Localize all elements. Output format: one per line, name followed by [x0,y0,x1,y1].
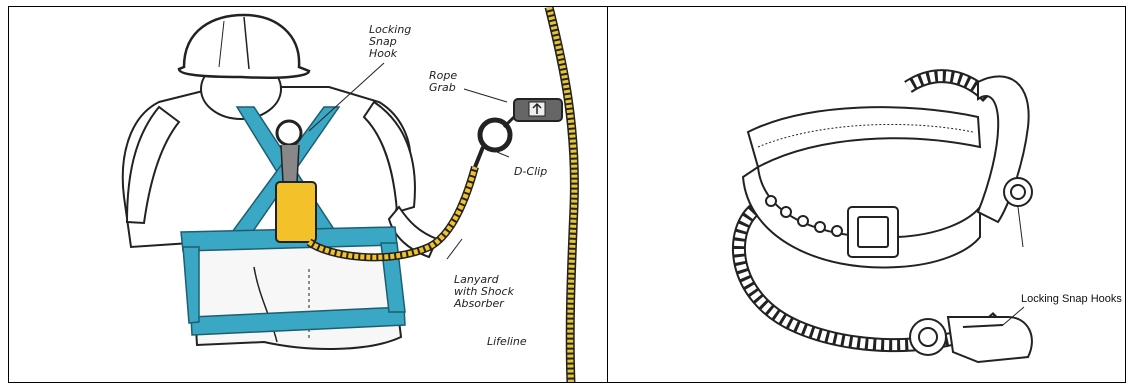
snap-hook-bottom-icon [910,317,1032,362]
belt-strap [748,107,980,167]
rope-grab-icon [504,99,562,127]
label-lifeline: Lifeline [487,335,527,348]
shock-absorber-pack [276,182,316,242]
belt-illustration-cell: Locking Snap Hooks [608,7,1125,382]
label-lanyard: Lanyard with Shock Absorber [453,273,517,310]
harness-illustration-cell: Locking Snap Hook Rope Grab D-Clip Lanya… [9,7,608,382]
belt-illustration: Locking Snap Hooks [608,7,1125,382]
figure-table: Locking Snap Hook Rope Grab D-Clip Lanya… [8,6,1126,383]
label-rope-grab: Rope Grab [429,69,461,94]
label-d-clip: D-Clip [514,165,547,178]
label-locking-snap-hooks: Locking Snap Hooks [1021,293,1122,305]
harness-illustration: Locking Snap Hook Rope Grab D-Clip Lanya… [9,7,608,382]
label-locking-snap-hook: Locking Snap Hook [369,23,415,60]
